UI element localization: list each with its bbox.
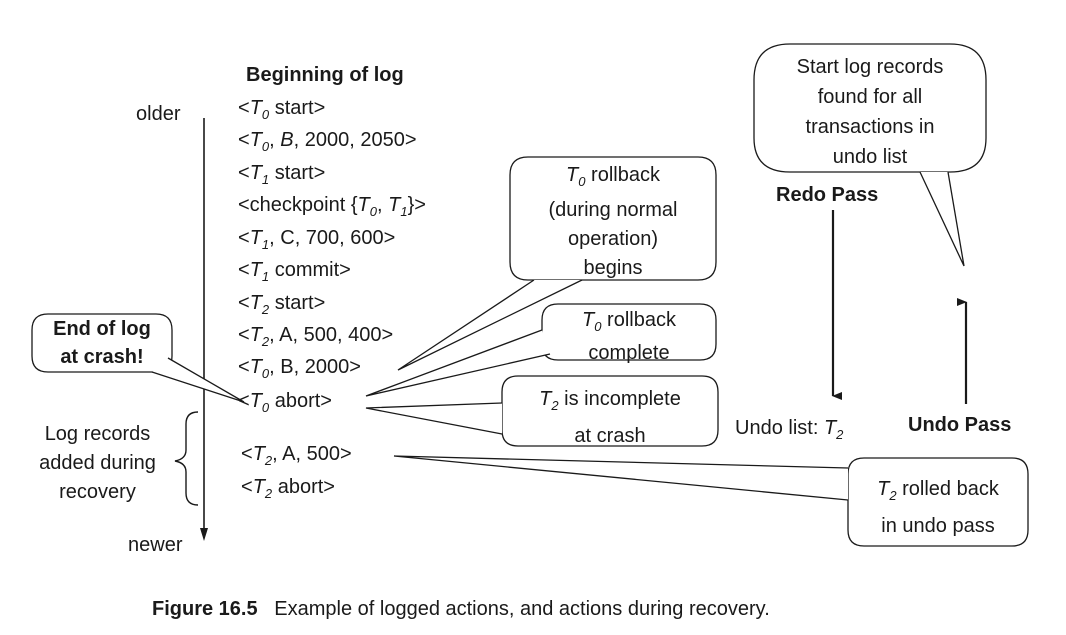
caption-label: Figure 16.5 xyxy=(152,598,258,620)
callout-t2-rolled-back-pointer xyxy=(393,455,849,501)
log-record: <T2, A, 500, 400> xyxy=(238,324,394,349)
newer-label: newer xyxy=(128,534,183,556)
redo-pass-label: Redo Pass xyxy=(776,184,879,206)
log-record-recovery: <T2, A, 500> xyxy=(241,443,352,468)
recovery-label: Log records added during recovery xyxy=(39,423,156,503)
undo-pass-label: Undo Pass xyxy=(908,414,1012,436)
callout-start-records-shape xyxy=(753,43,987,173)
log-record: <T1, C, 700, 600> xyxy=(238,227,396,252)
figure-caption: Figure 16.5 Example of logged actions, a… xyxy=(152,597,770,621)
callout-rollback-complete-pointer xyxy=(365,329,551,397)
callout-rollback-begins-shape xyxy=(509,156,717,281)
caption-text: Example of logged actions, and actions d… xyxy=(274,598,770,620)
log-record: <T0 abort> xyxy=(238,390,332,415)
callout-t2-incomplete-shape xyxy=(501,375,719,447)
recovery-brace xyxy=(174,411,199,506)
log-record: <T1 commit> xyxy=(238,259,351,284)
log-record: <T2 start> xyxy=(238,292,326,317)
log-record-recovery: <T2 abort> xyxy=(241,476,335,501)
callout-rollback-begins-pointer xyxy=(397,279,583,371)
log-record: <T0, B, 2000, 2050> xyxy=(238,129,417,154)
log-header: Beginning of log xyxy=(246,64,404,86)
callout-rollback-complete-shape xyxy=(541,303,717,361)
callout-t2-rolled-back-shape xyxy=(847,457,1029,547)
timeline-arrowhead xyxy=(200,528,208,541)
callout-start-records-pointer xyxy=(919,171,965,267)
callout-start-records: Start log records found for all transact… xyxy=(796,56,944,168)
log-record: <T0, B, 2000> xyxy=(238,356,361,381)
log-record: <T1 start> xyxy=(238,162,326,187)
log-record: <T0 start> xyxy=(238,97,326,122)
callout-end-of-log-pointer xyxy=(151,357,245,403)
log-record: <checkpoint {T0, T1}> xyxy=(238,194,426,219)
older-label: older xyxy=(136,103,181,125)
callout-t2-incomplete-pointer xyxy=(365,402,503,435)
undo-list-label: Undo list: T2 xyxy=(735,417,844,442)
callout-end-of-log: End of log at crash! xyxy=(53,318,151,368)
